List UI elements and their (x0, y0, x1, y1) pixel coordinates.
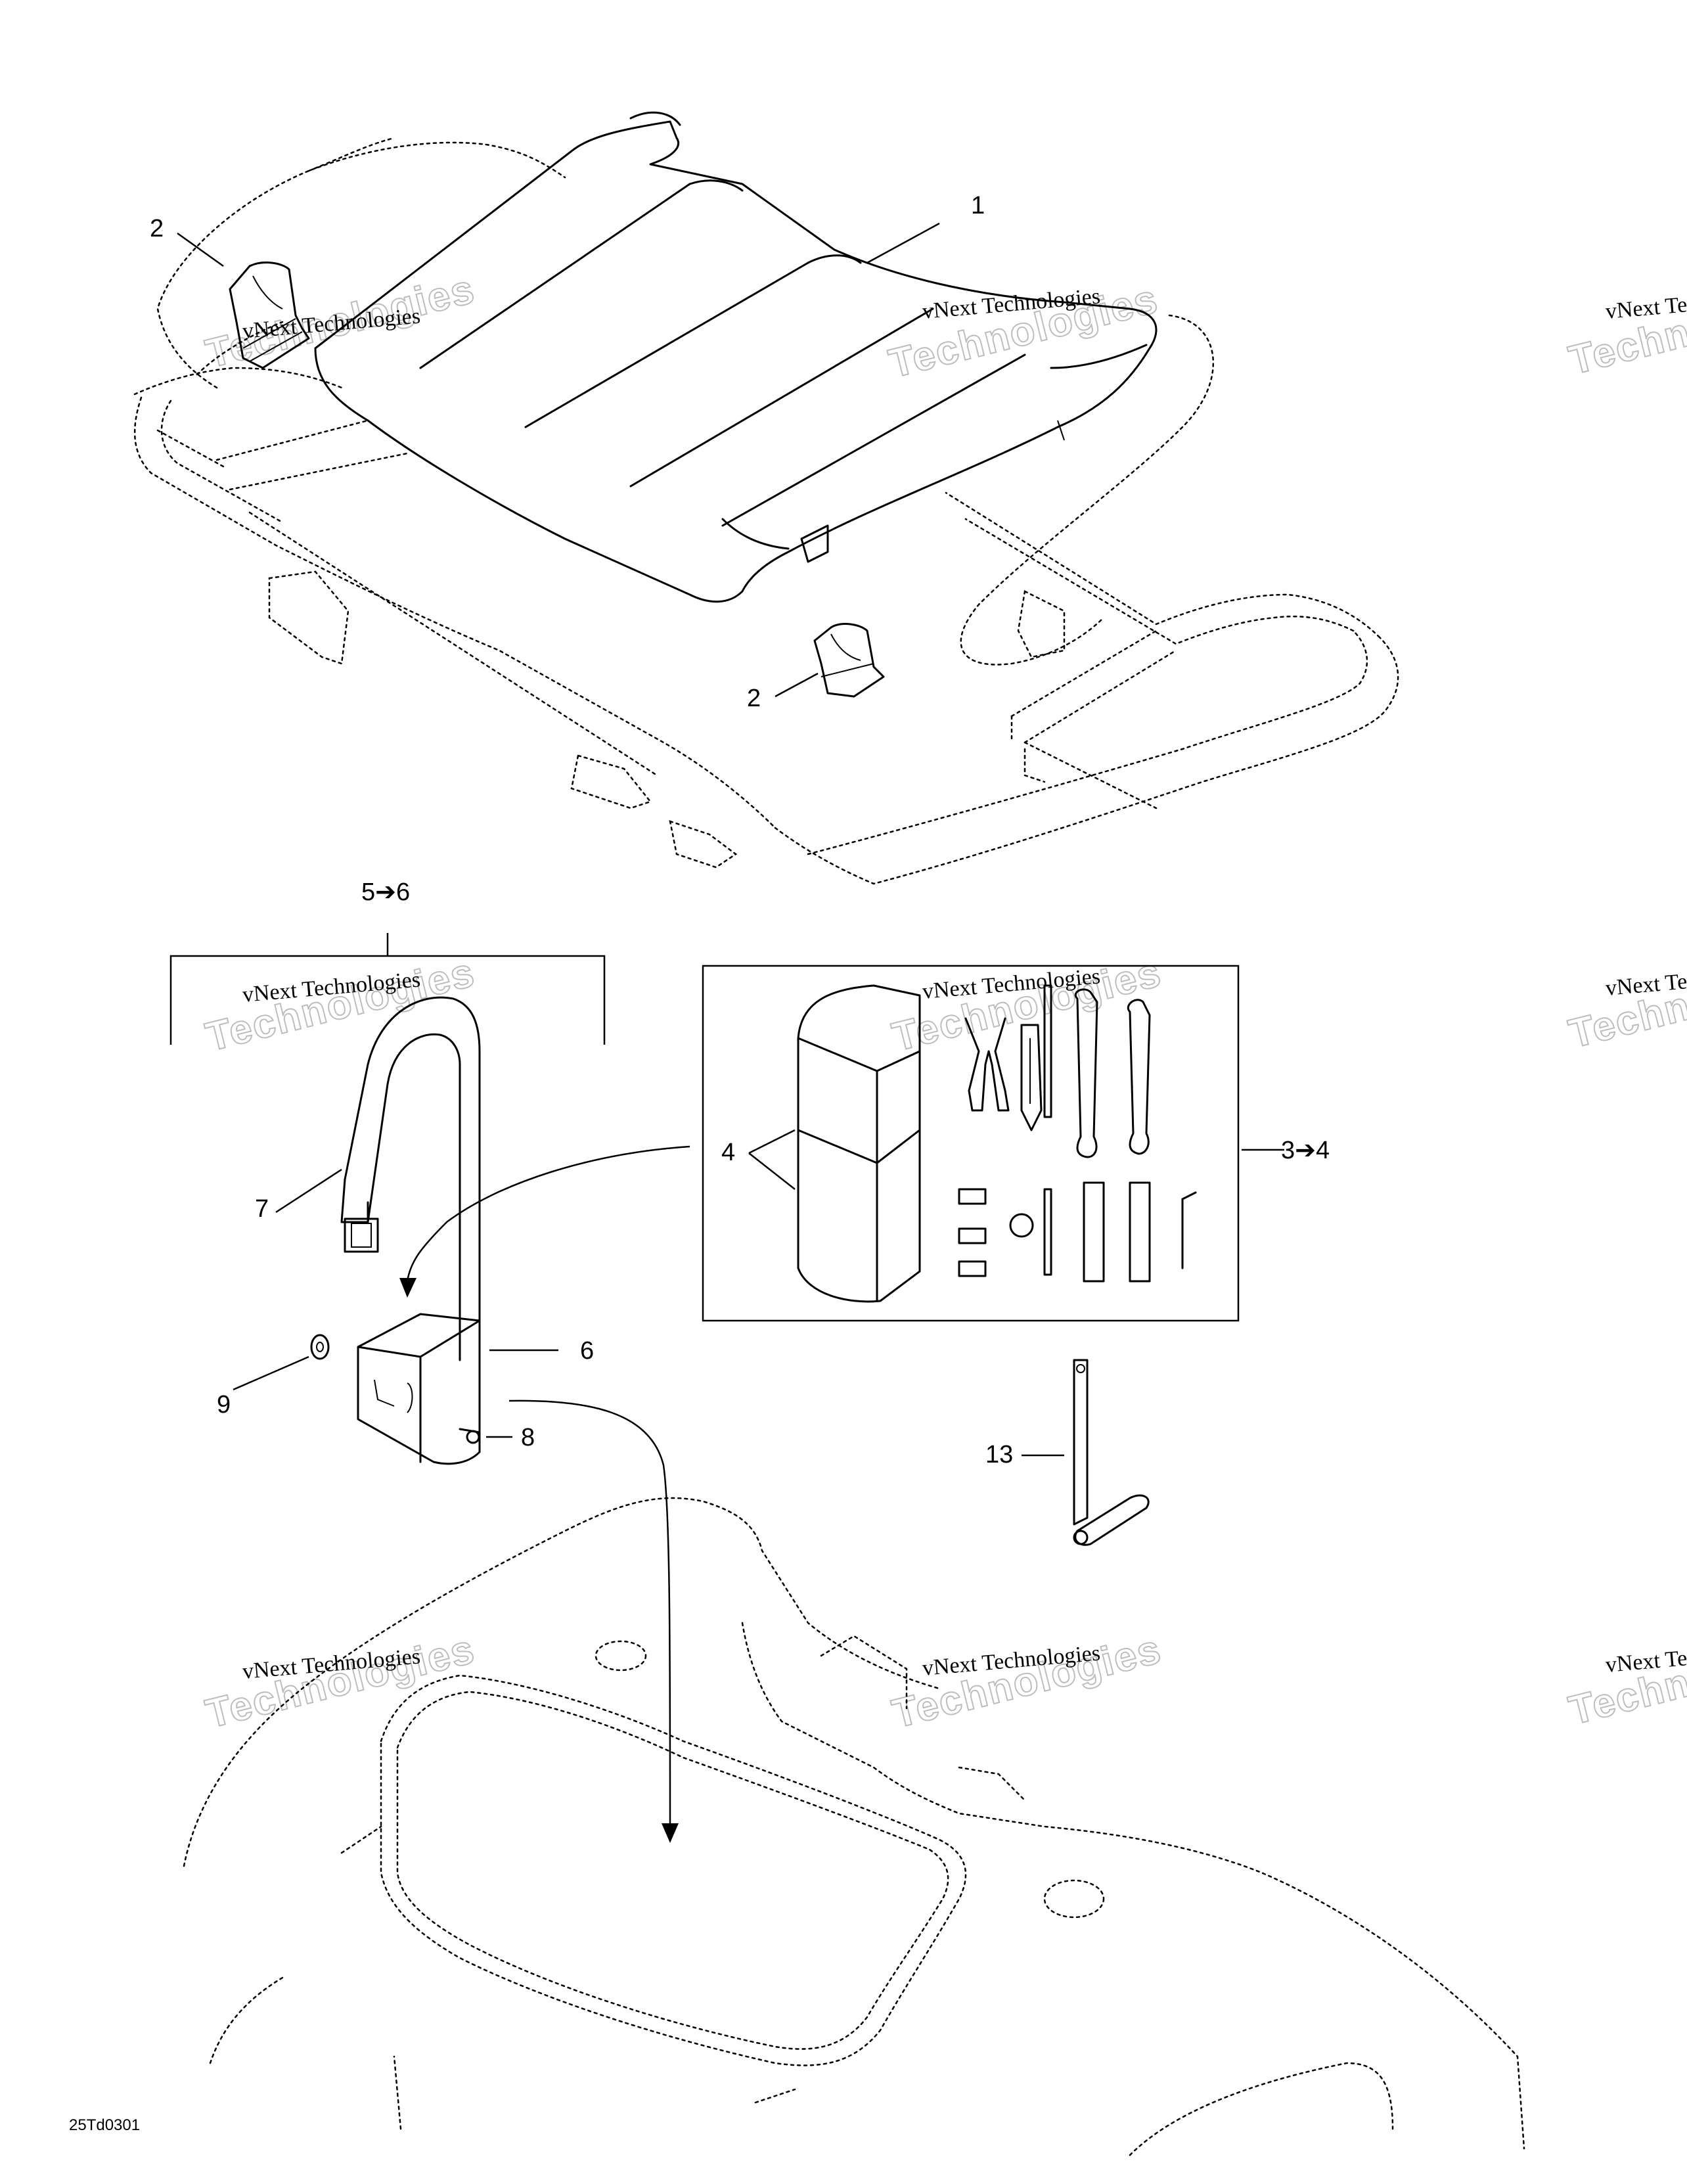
callout-2-top: 2 (150, 215, 164, 242)
callout-group-3-4: 3➔4 (1281, 1137, 1330, 1164)
callout-7: 7 (255, 1195, 269, 1223)
watermark-text: vNext Technologies (1604, 1637, 1687, 1677)
watermark-top-left: Technologies vNext Technologies (201, 265, 480, 377)
watermark-top-right: Technologies vNext Technologies (1564, 272, 1687, 384)
watermark-logo-text: Technologies (1565, 1623, 1687, 1733)
callout-4: 4 (721, 1139, 735, 1166)
callout-13: 13 (985, 1441, 1013, 1468)
watermark-text: vNext Technologies (1604, 961, 1687, 1001)
watermark-mid-left: Technologies vNext Technologies (201, 949, 480, 1060)
clip-part-2-bottom (813, 623, 885, 698)
arrow-head (399, 1278, 416, 1298)
tool-kit-box (702, 965, 1240, 1322)
callout-2-bottom: 2 (747, 685, 761, 712)
watermark-logo-text: Technologies (1565, 946, 1687, 1057)
clip-part-2-top (229, 262, 310, 369)
callout-6: 6 (580, 1337, 594, 1365)
arrow-head (662, 1823, 679, 1843)
watermark-top-center: Technologies vNext Technologies (884, 275, 1163, 387)
vehicle-body (183, 1497, 1525, 2156)
cushion-part-1 (314, 111, 1158, 603)
holder-bracket-group (169, 933, 606, 1465)
callout-9: 9 (217, 1391, 231, 1419)
assembly-arrows (399, 1145, 690, 1843)
callout-labels: 1 2 2 5➔6 4 3➔4 7 6 8 9 13 25Td0301 (69, 192, 1330, 2134)
callout-1: 1 (971, 192, 985, 219)
watermark-text: vNext Technologies (1604, 284, 1687, 324)
callout-8: 8 (521, 1424, 535, 1451)
watermark-bottom-center: Technologies vNext Technologies (888, 1626, 1167, 1737)
watermark-logo-text: Technologies (1565, 273, 1687, 383)
part-13-lever (1073, 1359, 1150, 1546)
drawing-code: 25Td0301 (69, 2116, 140, 2134)
watermark-logo-text: Technologies (888, 1626, 1166, 1737)
callout-group-5-6: 5➔6 (361, 878, 410, 906)
watermark-mid-right: Technologies vNext Technologies (1564, 945, 1687, 1057)
rear-rack-frame (133, 137, 1399, 885)
watermark-bottom-right: Technologies vNext Technologies (1564, 1622, 1687, 1734)
leader-lines (177, 222, 1284, 1457)
